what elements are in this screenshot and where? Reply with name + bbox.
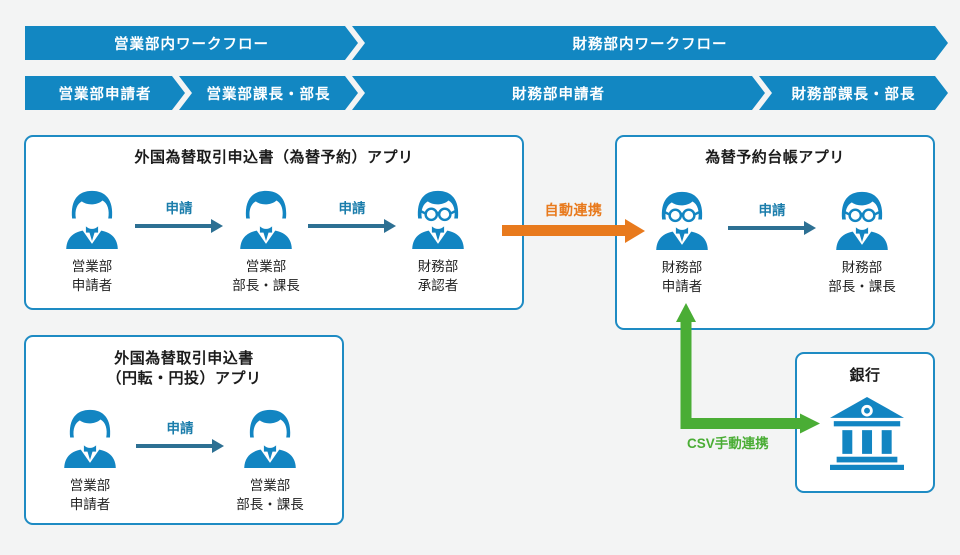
banner-label: 営業部内ワークフロー	[114, 36, 269, 53]
actor-name-line: 営業部	[71, 259, 113, 274]
arrow-shaft	[728, 226, 804, 230]
app-title-line: （円転・円投）アプリ	[106, 370, 262, 388]
actor-name-line: 財務部	[661, 260, 703, 275]
arrow-shaft	[135, 224, 211, 228]
person-icon	[240, 408, 300, 468]
arrow-shaft	[308, 224, 384, 228]
actor-name-line: 部長・課長	[232, 278, 300, 294]
banner-label: 営業部課長・部長	[206, 86, 331, 103]
banner-label: 営業部申請者	[58, 86, 152, 103]
actor-finance-applicant: 財務部 申請者	[627, 190, 737, 296]
apply-arrow-label: 申請	[166, 421, 194, 436]
banner-sales-managers: 営業部課長・部長	[179, 76, 358, 110]
person-icon	[62, 189, 122, 249]
actor-finance-manager: 財務部 部長・課長	[807, 190, 917, 296]
app-title-line: 外国為替取引申込書	[114, 350, 254, 367]
app-title: 外国為替取引申込書（為替予約）アプリ	[134, 149, 414, 166]
actor-name-line: 営業部	[69, 478, 111, 493]
apply-arrow-label: 申請	[758, 203, 786, 218]
arrow-shaft	[136, 444, 212, 448]
person-glasses-icon	[408, 189, 468, 249]
bank-icon	[829, 396, 905, 470]
banner-finance-managers: 財務部課長・部長	[759, 76, 948, 110]
actor-name-line: 申請者	[71, 278, 113, 294]
actor-finance-approver: 財務部 承認者	[383, 189, 493, 295]
person-icon	[60, 408, 120, 468]
banner-label: 財務部内ワークフロー	[572, 36, 728, 53]
apply-arrow-label: 申請	[338, 201, 366, 216]
person-glasses-icon	[832, 190, 892, 250]
apply-arrow: 申請	[728, 199, 816, 230]
apply-arrow: 申請	[308, 197, 396, 228]
app-title: 為替予約台帳アプリ	[705, 149, 845, 166]
banner-sales-applicant: 営業部申請者	[25, 76, 185, 110]
actor-sales-manager: 営業部 部長・課長	[211, 189, 321, 295]
auto-link-connector: 自動連携	[502, 200, 645, 236]
app-title: 外国為替取引申込書 （円転・円投）アプリ	[26, 349, 342, 390]
actor-sales-applicant: 営業部 申請者	[37, 189, 147, 295]
banner-label: 財務部申請者	[512, 86, 605, 103]
apply-arrow: 申請	[135, 197, 223, 228]
auto-link-label: 自動連携	[544, 202, 603, 218]
app-box-fx-ledger: 為替予約台帳アプリ 財務部 申請者 申請 財務部 部長・課長	[615, 135, 935, 330]
apply-arrow-label: 申請	[165, 201, 193, 216]
banner-finance-applicant: 財務部申請者	[352, 76, 765, 110]
apply-arrow: 申請	[136, 417, 224, 448]
bank-title: 銀行	[849, 367, 881, 384]
person-glasses-icon	[652, 190, 712, 250]
actor-name-line: 営業部	[249, 478, 291, 493]
actor-name-line: 財務部	[841, 260, 883, 275]
bank-box: 銀行	[795, 352, 935, 493]
auto-link-arrow	[502, 225, 625, 236]
actor-sales-applicant: 営業部 申請者	[35, 408, 145, 514]
actor-sales-manager: 営業部 部長・課長	[215, 408, 325, 514]
banner-label: 財務部課長・部長	[791, 86, 916, 103]
actor-name-line: 部長・課長	[828, 279, 896, 295]
actor-name-line: 申請者	[69, 497, 111, 513]
person-icon	[236, 189, 296, 249]
banner-sales-dept-workflow: 営業部内ワークフロー	[25, 26, 358, 60]
actor-name-line: 財務部	[417, 259, 459, 274]
csv-link-label: CSV手動連携	[687, 436, 769, 451]
actor-name-line: 部長・課長	[236, 497, 304, 513]
app-box-fx-forward: 外国為替取引申込書（為替予約）アプリ 営業部 申請者 申請 営業部 部長・課長 …	[24, 135, 524, 310]
actor-name-line: 営業部	[245, 259, 287, 274]
app-box-fx-conversion: 外国為替取引申込書 （円転・円投）アプリ 営業部 申請者 申請 営業部 部長・課…	[24, 335, 344, 525]
actor-name-line: 承認者	[417, 278, 459, 294]
actor-name-line: 申請者	[661, 279, 703, 295]
csv-link-connector	[676, 303, 820, 434]
banner-finance-dept-workflow: 財務部内ワークフロー	[352, 26, 948, 60]
